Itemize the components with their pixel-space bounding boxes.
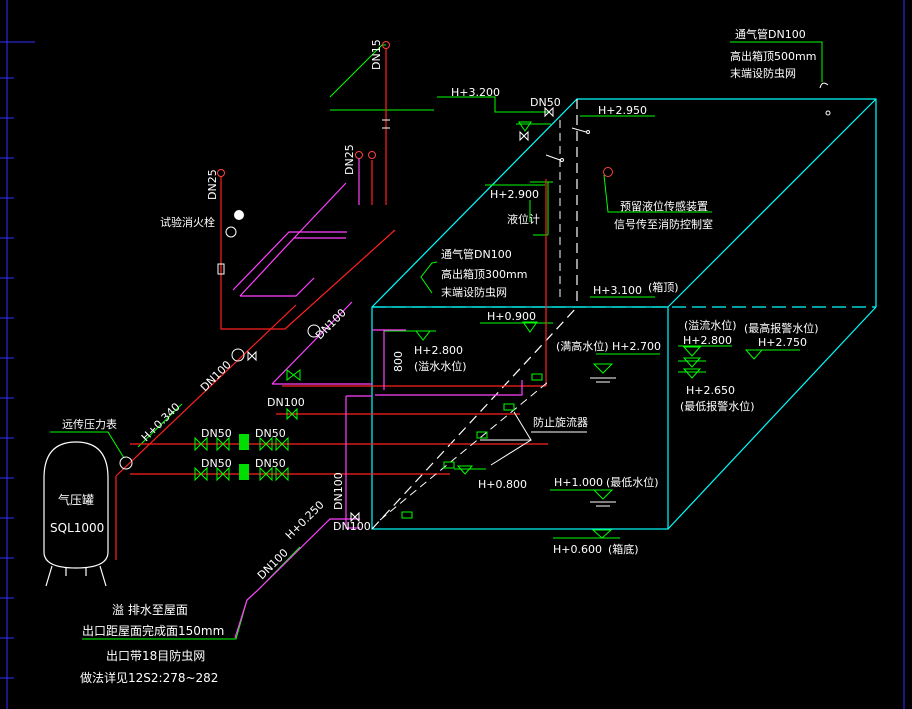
label-dn25-left: DN25 [206,169,219,200]
vent-cap-icon [382,41,390,49]
note-line-1: 溢 排水至屋面 [112,603,188,617]
inner-pipes [375,380,523,396]
label-mesh-end-mid: 末端设防虫网 [441,285,507,299]
label-overflow-level-r: (溢流水位) [684,318,737,332]
label-above-top-300: 高出箱顶300mm [441,267,527,281]
label-remote-gauge: 远传压力表 [62,417,117,431]
hydrant-top-icon [217,169,225,177]
label-full-level: (满高水位) [556,339,609,353]
left-axis [0,0,35,709]
red-pipes [115,48,548,560]
label-dn100-e: DN100 [333,520,371,533]
label-mesh-end-top: 末端设防虫网 [730,66,796,80]
label-h2800-in: H+2.800 [414,344,463,357]
label-vortex-preventer: 防止旋流器 [533,415,588,429]
label-h3100: H+3.100 [593,284,642,297]
vent-cap-icon-2 [368,151,376,159]
inner-white-dashes [379,120,561,521]
gauges [119,210,321,470]
label-dn100-d: DN100 [332,472,345,510]
pressure-gauge-icon [231,348,245,362]
magenta-pipes [232,158,406,639]
pressure-gauge-icon-2 [307,324,321,338]
vortex-preventer-lines [480,411,587,466]
pressure-tank [43,441,109,587]
hydrant-valve-icon [217,263,225,275]
label-test-hydrant: 试验消火栓 [160,215,215,229]
label-vent-pipe-top: 通气管DN100 [735,27,806,41]
label-signal-control: 信号传至消防控制室 [614,217,713,231]
label-max-alarm: (最高报警水位) [744,321,819,335]
remote-gauge-icon [119,456,133,470]
label-h3200: H+3.200 [451,86,500,99]
label-h0900: H+0.900 [487,310,536,323]
label-h2900: H+2.900 [490,188,539,201]
label-level-meter: 液位计 [507,212,540,226]
label-sql1000: SQL1000 [50,521,104,535]
label-dn25-mid: DN25 [343,144,356,175]
label-box-bottom: (箱底) [608,542,639,556]
valves [194,368,301,482]
label-dn50-2: DN50 [255,427,286,440]
test-hydrant-icon [234,210,244,220]
water-tank [371,98,877,530]
pumps [239,434,249,480]
label-dn50-top: DN50 [530,96,561,109]
label-dn50-1: DN50 [201,427,232,440]
label-dim-800: 800 [392,351,405,372]
level-markers [414,121,764,539]
white-valves [247,82,831,523]
hydrant-gauge-icon [225,226,237,238]
label-h0600: H+0.600 [553,543,602,556]
note-line-3: 出口带18目防虫网 [106,648,205,663]
label-h1000: H+1.000 [554,476,603,489]
labels: 通气管DN100 高出箱顶500mm 末端设防虫网 DN15 DN25 DN25… [50,27,819,685]
green-leaders [50,41,823,640]
label-h2750: H+2.750 [758,336,807,349]
green-fittings [401,373,543,519]
label-h0800: H+0.800 [478,478,527,491]
label-above-top-500: 高出箱顶500mm [730,49,816,63]
label-h2800-r: H+2.800 [683,334,732,347]
note-line-2: 出口距屋面完成面150mm [82,623,224,638]
label-min-alarm: (最低报警水位) [680,399,755,413]
label-box-top: (箱顶) [648,280,679,294]
label-dn100-c: DN100 [267,396,305,409]
note-line-4: 做法详见12S2:278~282 [80,670,218,685]
label-pressure-tank: 气压罐 [58,492,94,507]
label-h2950: H+2.950 [598,104,647,117]
label-vent-pipe-mid: 通气管DN100 [441,247,512,261]
label-remote-sensor: 预留液位传感装置 [620,199,708,213]
label-h2700: H+2.700 [612,340,661,353]
label-min-level: (最低水位) [606,475,659,489]
label-dn15: DN15 [370,39,383,70]
label-overflow-level: (溢水水位) [414,359,467,373]
level-sensor-icon [603,167,613,177]
label-h2650: H+2.650 [686,384,735,397]
label-dn50-3: DN50 [201,457,232,470]
label-dn50-4: DN50 [255,457,286,470]
